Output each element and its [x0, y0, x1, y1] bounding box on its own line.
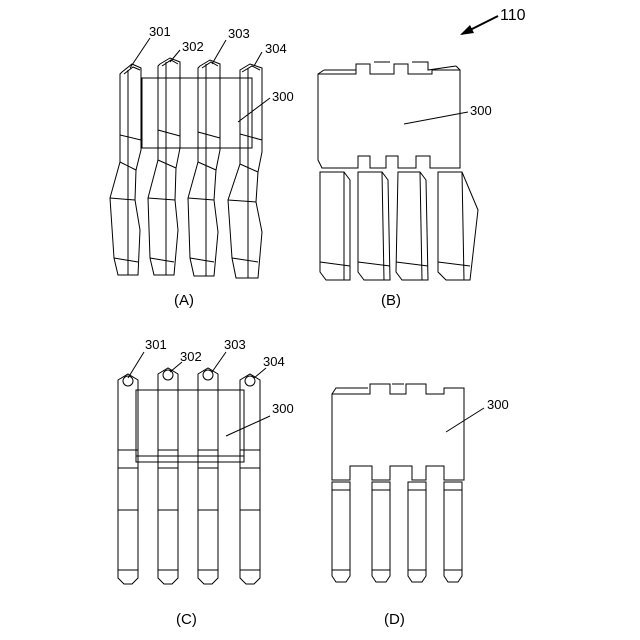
label-302-a: 302	[182, 40, 204, 54]
pin-4-d	[444, 482, 462, 582]
label-303-a: 303	[228, 27, 250, 41]
label-300-d: 300	[487, 398, 509, 412]
label-301-a: 301	[149, 25, 171, 39]
pin-2-d	[372, 482, 390, 582]
label-300-b: 300	[470, 104, 492, 118]
label-300-a: 300	[272, 90, 294, 104]
caption-view-a: (A)	[174, 293, 194, 309]
pin-2-b	[358, 172, 390, 280]
view-c-drawing	[118, 352, 270, 584]
pin-1-d	[332, 482, 350, 582]
label-301-c: 301	[145, 338, 167, 352]
pin-301-c	[118, 374, 138, 584]
pin-303-a	[188, 60, 220, 276]
pin-1-b	[320, 172, 350, 280]
caption-view-b: (B)	[381, 293, 401, 309]
pin-4-b	[438, 172, 478, 280]
pin-3-d	[408, 482, 426, 582]
pin-304-c	[240, 374, 260, 584]
pin-303-c	[198, 368, 218, 584]
pin-301-a	[110, 64, 141, 275]
figure-number-arrow	[460, 16, 498, 35]
label-304-c: 304	[263, 355, 285, 369]
label-303-c: 303	[224, 338, 246, 352]
pin-302-c	[158, 368, 178, 584]
view-d-drawing	[332, 384, 484, 582]
pin-304-a	[228, 64, 262, 278]
caption-view-c: (C)	[176, 612, 197, 628]
label-300-c: 300	[272, 402, 294, 416]
pin-302-a	[148, 58, 180, 275]
view-a-drawing	[110, 38, 270, 278]
caption-view-d: (D)	[384, 612, 405, 628]
pin-3-b	[396, 172, 428, 280]
label-302-c: 302	[180, 350, 202, 364]
label-304-a: 304	[265, 42, 287, 56]
figure-number: 110	[500, 7, 526, 25]
view-b-drawing	[318, 62, 478, 280]
